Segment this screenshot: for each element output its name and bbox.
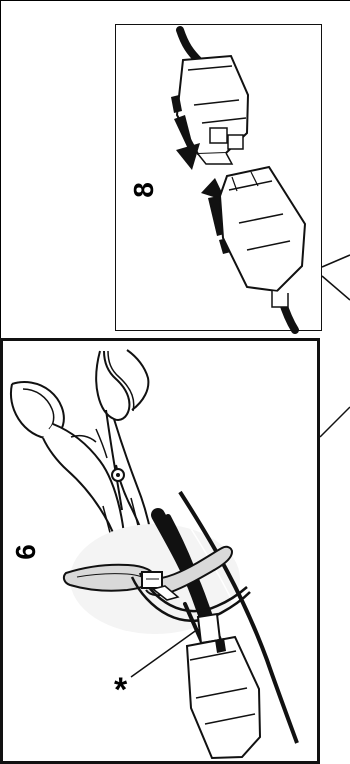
step-8-label: 8 [130, 182, 158, 198]
leader-line-top-a [322, 255, 350, 267]
leader-line-top-b [322, 276, 350, 300]
leader-line-bottom [320, 407, 350, 437]
lower-connector-icon [220, 167, 305, 307]
upper-cable [180, 30, 200, 62]
callout-marker: * [114, 673, 127, 707]
step-6-label: 6 [12, 544, 40, 560]
